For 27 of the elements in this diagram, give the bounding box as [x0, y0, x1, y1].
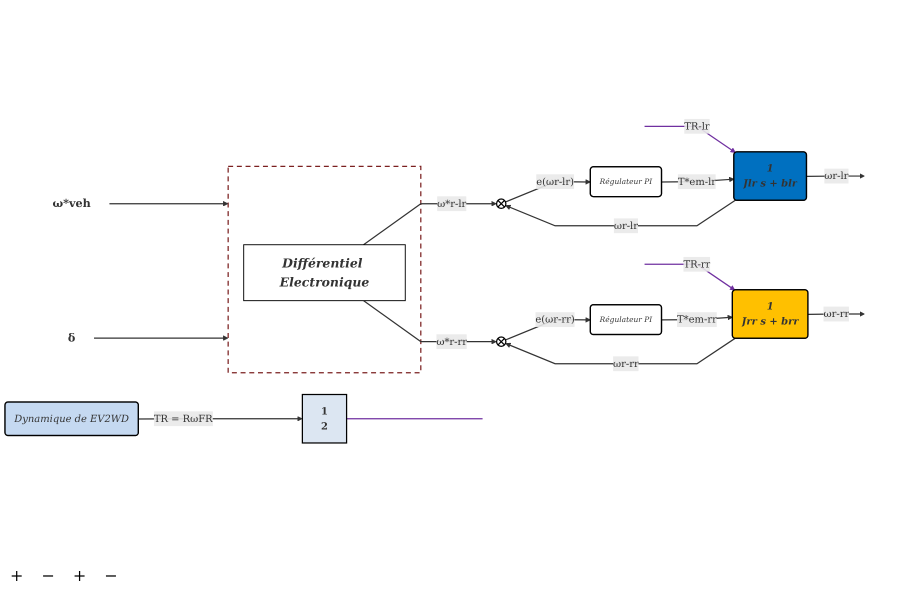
edge-label: TR = RωFR [154, 412, 213, 424]
sign-label: + [10, 566, 24, 585]
arrow [505, 200, 736, 226]
node-box: 1 2 [302, 394, 348, 444]
edge-label: ωr-lr [614, 220, 638, 232]
node-text: δ [68, 332, 76, 345]
edge-label: TR-rr [683, 258, 710, 270]
sign-label: − [41, 566, 55, 585]
edge-label: ω*r-lr [437, 198, 466, 210]
edge-label: ωr-rr [823, 308, 850, 320]
edge-label: e(ωr-lr) [536, 175, 574, 188]
cluster [228, 166, 422, 374]
node-text: ω*veh [52, 197, 91, 210]
edge-label: T*em-lr [678, 175, 716, 188]
arrow [109, 200, 228, 206]
sign-label: + [72, 566, 86, 585]
edge-label: ωr-rr [613, 358, 639, 370]
arrow [505, 338, 736, 364]
node-box: Différentiel Electronique [243, 244, 406, 302]
sign-label: − [104, 566, 118, 585]
edge-label: e(ωr-rr) [535, 313, 575, 326]
edge-label: ω*r-rr [436, 335, 468, 348]
edge-label: T*em-rr [677, 313, 717, 326]
connector [346, 418, 483, 420]
arrow [94, 335, 228, 341]
edge-label: ωr-lr [824, 170, 848, 182]
edge-label: TR-lr [684, 120, 710, 132]
